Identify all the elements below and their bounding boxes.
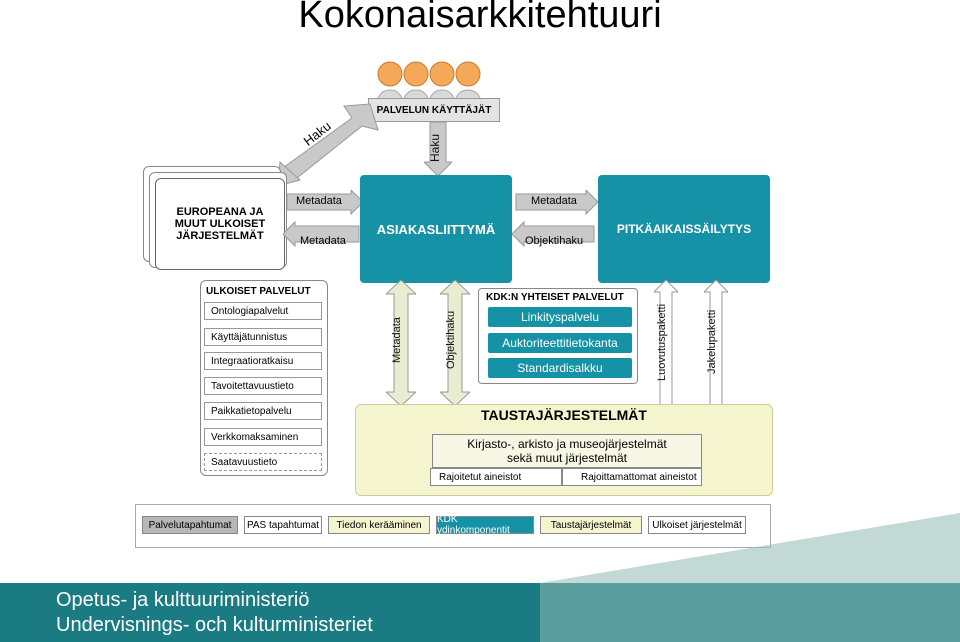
page-title: Kokonaisarkkitehtuuri	[298, 0, 662, 36]
europeana-box: EUROPEANA JA MUUT ULKOISET JÄRJESTELMÄT	[155, 178, 285, 270]
metadata-vertical-label: Metadata	[391, 317, 403, 363]
legend-item: Palvelutapahtumat	[142, 516, 238, 534]
metadata-double-arrow-left	[283, 190, 363, 248]
haku-down-label: Haku	[428, 134, 442, 163]
restricted-materials: Rajoitetut aineistot	[430, 468, 562, 486]
legend: Palvelutapahtumat PAS tapahtumat Tiedon ke…	[142, 514, 766, 536]
metadata-vertical-arrow	[386, 280, 416, 406]
objektihaku-vertical-label: Objektihaku	[445, 310, 457, 370]
footer-line2: Undervisnings- och kulturministeriet	[56, 614, 373, 636]
footer-line1: Opetus- ja kulttuuriministeriö	[56, 589, 310, 611]
external-services-header: ULKOISET PALVELUT	[206, 286, 311, 297]
legend-item: KDK ydinkomponentit	[436, 514, 534, 536]
metadata-left-bottom: Metadata	[300, 235, 346, 247]
service-ontologia: Ontologiapalvelut	[204, 302, 322, 320]
kdk-header: KDK:N YHTEISET PALVELUT	[486, 292, 624, 303]
kdk-standardisalkku: Standardisalkku	[488, 358, 632, 378]
background-systems-box: Kirjasto-, arkisto ja museojärjestelmät …	[432, 434, 702, 468]
unrestricted-materials: Rajoittamattomat aineistot	[562, 468, 702, 486]
legend-item: Ulkoiset järjestelmät	[648, 516, 746, 534]
service-saatavuustieto: Saatavuustieto	[204, 453, 322, 471]
asiakasliittyma-box: ASIAKASLIITTYMÄ	[360, 175, 512, 283]
kdk-auktoriteetti: Auktoriteettitietokanta	[488, 333, 632, 353]
legend-item: PAS tapahtumat	[244, 516, 322, 534]
footer: Opetus- ja kulttuuriministeriö Undervisn…	[0, 513, 960, 642]
users-label: PALVELUN KÄYTTÄJÄT	[368, 98, 500, 122]
haku-arrow-down	[424, 122, 452, 176]
jakelupaketti-arrow	[704, 280, 728, 406]
luovutuspaketti-arrow	[654, 280, 678, 406]
luovutuspaketti-label: Luovutuspaketti	[656, 303, 668, 381]
service-integraatio: Integraatioratkaisu	[204, 352, 322, 370]
metadata-left-top: Metadata	[296, 195, 342, 207]
metadata-double-arrow-right	[512, 190, 598, 248]
objektihaku-vertical-arrow	[440, 280, 470, 406]
service-tavoitettavuus: Tavoitettavuustieto	[204, 377, 322, 395]
metadata-right-top: Metadata	[531, 195, 577, 207]
service-verkkomaksaminen: Verkkomaksaminen	[204, 428, 322, 446]
pitkaaikaissailytys-box: PITKÄAIKAISSÄILYTYS	[598, 175, 770, 283]
legend-item: Tiedon kerääminen	[328, 516, 430, 534]
legend-item: Taustajärjestelmät	[540, 516, 642, 534]
jakelupaketti-label: Jakelupaketti	[706, 309, 718, 375]
background-systems-header: TAUSTAJÄRJESTELMÄT	[481, 407, 647, 423]
objektihaku-right: Objektihaku	[525, 235, 584, 247]
footer-shape	[540, 513, 960, 642]
kdk-linkityspalvelu: Linkityspalvelu	[488, 307, 632, 327]
service-kayttajatunnistus: Käyttäjätunnistus	[204, 328, 322, 346]
service-paikkatieto: Paikkatietopalvelu	[204, 402, 322, 420]
